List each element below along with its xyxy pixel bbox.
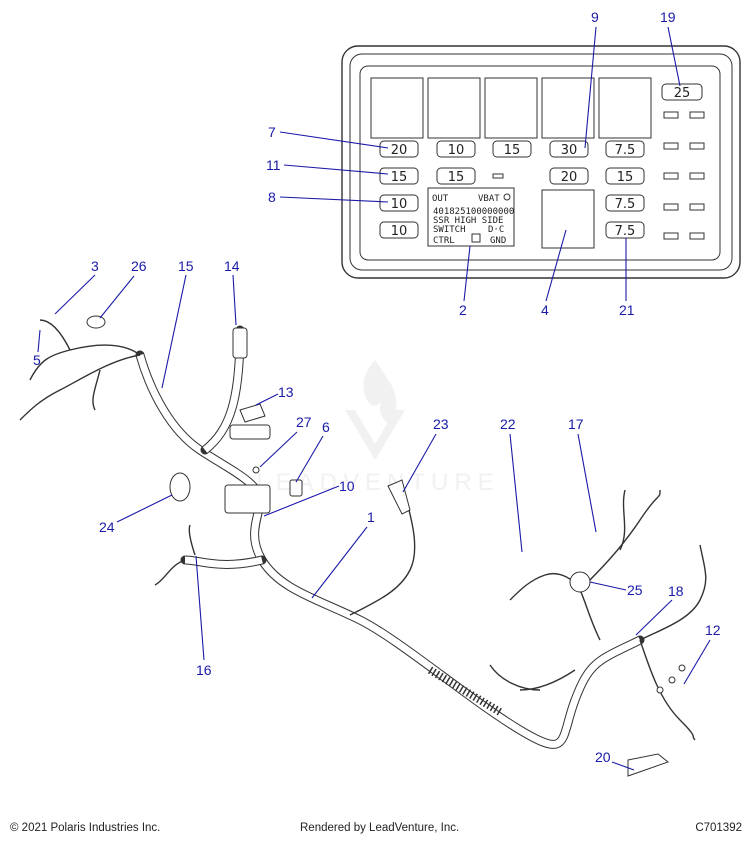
svg-text:15: 15 (391, 170, 408, 185)
callout-5: 5 (33, 352, 41, 368)
fuse: 15 (436, 167, 476, 185)
grommet-24 (169, 472, 191, 502)
svg-text:7.5: 7.5 (615, 224, 636, 239)
fuse-box-outer (341, 45, 741, 279)
fuse: 7.5 (605, 221, 645, 239)
connector-6 (289, 479, 303, 497)
screw-12 (656, 686, 664, 694)
grommet-26 (86, 315, 106, 329)
callout-27: 27 (296, 414, 312, 430)
screw-12 (678, 664, 686, 672)
callout-18: 18 (668, 583, 684, 599)
fuse: 10 (379, 221, 419, 239)
svg-text:20: 20 (391, 143, 408, 158)
svg-text:OUT: OUT (432, 194, 449, 204)
fuse: 7.5 (605, 194, 645, 212)
callout-9: 9 (591, 9, 599, 25)
callout-3: 3 (91, 258, 99, 274)
svg-text:15: 15 (448, 170, 465, 185)
svg-text:SSR HIGH SIDE: SSR HIGH SIDE (433, 216, 503, 226)
fuse: 15 (379, 167, 419, 185)
callout-12: 12 (705, 622, 721, 638)
watermark-flame-icon (363, 360, 397, 424)
relay-socket (484, 77, 538, 139)
diagram-code: C701392 (695, 822, 742, 834)
relay-socket (541, 77, 595, 139)
relay-socket (598, 77, 652, 139)
svg-text:15: 15 (617, 170, 634, 185)
power-distribution-module (224, 484, 271, 514)
fuse-box-inner (349, 53, 733, 271)
svg-text:30: 30 (561, 143, 578, 158)
svg-text:10: 10 (391, 224, 408, 239)
callout-1: 1 (367, 509, 375, 525)
relay-socket-4 (541, 189, 595, 249)
fuse: 10 (436, 140, 476, 158)
fuse: 30 (549, 140, 589, 158)
callout-21: 21 (619, 302, 635, 318)
callout-7: 7 (268, 124, 276, 140)
callout-23: 23 (433, 416, 449, 432)
bracket-23 (387, 479, 411, 515)
svg-text:VBAT: VBAT (478, 194, 500, 204)
callout-6: 6 (322, 419, 330, 435)
callout-16: 16 (196, 662, 212, 678)
components (86, 315, 686, 777)
callout-2: 2 (459, 302, 467, 318)
relay-socket (370, 77, 424, 139)
callout-17: 17 (568, 416, 584, 432)
svg-text:7.5: 7.5 (615, 143, 636, 158)
callout-8: 8 (268, 189, 276, 205)
watermark: LEADVENTURE (256, 360, 494, 496)
callout-15: 15 (178, 258, 194, 274)
svg-text:15: 15 (504, 143, 521, 158)
watermark-v-icon (345, 410, 405, 460)
label-13 (239, 403, 266, 423)
svg-text:GND: GND (490, 236, 506, 246)
svg-text:SWITCH: SWITCH (433, 225, 466, 235)
svg-text:CTRL: CTRL (433, 236, 455, 246)
callout-25: 25 (627, 582, 643, 598)
fuse-box: 20 10 15 30 7.5 15 15 20 15 10 7.5 10 7.… (341, 45, 741, 279)
callout-10: 10 (339, 478, 355, 494)
callout-11: 11 (266, 157, 281, 173)
ssr-module: OUT VBAT 401825100000000 SSR HIGH SIDE S… (427, 187, 515, 247)
fuse: 15 (492, 140, 532, 158)
svg-text:10: 10 (391, 197, 408, 212)
screw-12 (668, 676, 676, 684)
fuse: 20 (379, 140, 419, 158)
svg-text:401825100000000: 401825100000000 (433, 207, 514, 217)
callouts: 1 2 3 4 5 6 7 8 9 10 11 12 13 (33, 9, 721, 771)
screw-27 (252, 466, 260, 474)
fuse: 15 (605, 167, 645, 185)
svg-text:20: 20 (561, 170, 578, 185)
callout-14: 14 (224, 258, 240, 274)
svg-text:25: 25 (674, 86, 691, 101)
rendered-by-text: Rendered by LeadVenture, Inc. (300, 822, 460, 834)
callout-13: 13 (278, 384, 294, 400)
callout-4: 4 (541, 302, 549, 318)
fuse-box-panel (359, 65, 721, 261)
callout-20: 20 (595, 749, 611, 765)
svg-text:7.5: 7.5 (615, 197, 636, 212)
relay-socket (427, 77, 481, 139)
copyright-text: © 2021 Polaris Industries Inc. (10, 822, 161, 834)
ssr-terminal-icon (503, 193, 511, 201)
callout-22: 22 (500, 416, 516, 432)
ground-25 (569, 571, 591, 593)
bracket-20 (627, 753, 670, 777)
callout-19: 19 (660, 9, 676, 25)
fuse: 10 (379, 194, 419, 212)
svg-text:D·C: D·C (488, 225, 504, 235)
svg-text:10: 10 (448, 143, 465, 158)
fuse: 20 (549, 167, 589, 185)
fuse: 7.5 (605, 140, 645, 158)
fuse-main: 25 (661, 83, 703, 101)
connector-14 (232, 327, 248, 359)
callout-24: 24 (99, 519, 115, 535)
module-13 (229, 424, 271, 440)
callout-26: 26 (131, 258, 147, 274)
